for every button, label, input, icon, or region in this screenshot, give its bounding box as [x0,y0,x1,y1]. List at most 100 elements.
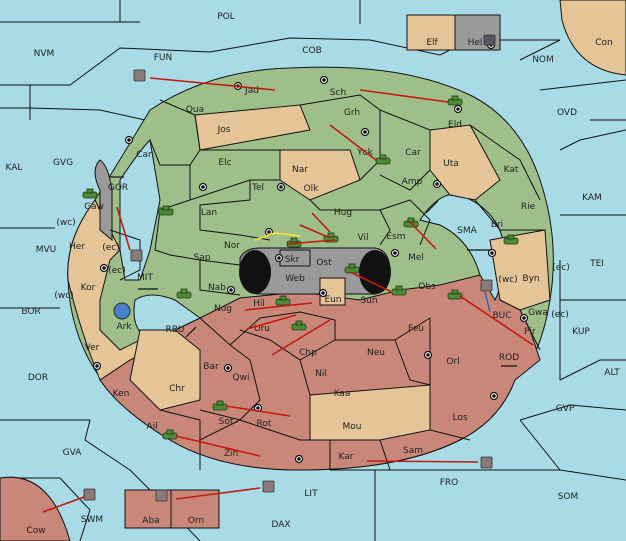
label-tel: Tel [251,183,264,193]
lake-mit [119,138,161,281]
move-arrow-icon [286,239,336,245]
supply-center-icon [276,182,286,192]
label-mit: MIT [137,273,153,283]
strait-markers [110,176,517,367]
move-arrows [42,77,534,513]
region-gaw[interactable] [94,159,113,242]
supply-center-icon [318,288,328,298]
supply-centers [92,40,529,464]
label-skr: Skr [285,255,300,265]
fleet-unit-icon [480,456,493,469]
label-eld: Eld [448,120,462,130]
label-sch: Sch [330,88,346,98]
label-nor: Nor [224,241,240,251]
supply-center-icon [226,285,236,295]
army-unit-icon [447,289,463,300]
label-chp: Chp [299,348,317,358]
supply-center-icon [294,454,304,464]
label-coast-ec-1: (ec) [102,243,120,253]
supply-center-icon [319,75,329,85]
label-web: Web [285,274,305,284]
move-arrow-icon [225,405,291,417]
label-rie: Rie [521,202,536,212]
move-arrow-icon [175,487,261,500]
label-coast-ec-2: (ec) [108,266,126,276]
label-coast-ec-3: (ec) [552,263,570,273]
label-amp: Amp [402,177,423,187]
label-gva: GVA [63,448,83,458]
label-mel: Mel [408,253,424,263]
move-arrow-icon [116,206,131,251]
label-mou: Mou [343,422,362,432]
move-arrow-icon [409,221,437,250]
army-unit-icon [503,234,519,245]
label-esm: Esm [386,232,405,242]
label-nom: NOM [532,55,554,65]
label-fro: FRO [440,478,459,488]
label-kal: KAL [6,163,23,173]
move-arrow-icon [329,124,377,161]
supply-center-icon [124,135,134,145]
supply-center-icon [390,248,400,258]
fleet-unit-icon [262,480,275,493]
lake-rbu [133,294,201,341]
fleet-unit-icon [83,488,96,501]
move-arrow-icon [299,224,331,239]
label-bar: Bar [203,362,219,372]
supply-center-icon [487,248,497,258]
fleet-unit-icon [155,489,168,502]
label-coast-wc-3: (wc) [498,275,517,285]
label-chr: Chr [169,384,185,394]
army-unit-icon [291,320,307,331]
label-qwi: Qwi [233,373,250,383]
label-lit: LIT [304,489,318,499]
label-swm: SWM [81,515,103,525]
label-nog: Nog [214,304,232,314]
move-arrow-icon [42,496,85,513]
supply-center-icon [489,391,499,401]
label-qua: Qua [186,105,204,115]
label-cob: COB [302,46,322,56]
label-jos: Jos [217,125,231,135]
label-nab: Nab [208,283,226,293]
region-eun[interactable] [319,277,346,306]
convoy-arrow-icon [254,232,301,241]
fleet-units[interactable] [83,34,496,502]
label-con: Con [595,38,613,48]
fleet-unit-icon[interactable] [113,302,131,320]
supply-center-icon [223,363,233,373]
label-orn: Orn [188,516,204,526]
tan-regions [129,104,551,441]
label-ail: Ail [146,422,157,432]
army-units[interactable] [82,95,519,440]
label-feu: Feu [408,324,424,334]
army-unit-icon [158,205,174,216]
label-coast-ec-4: (ec) [551,310,569,320]
label-coast-wc-2: (wc) [54,291,73,301]
label-uru: Uru [254,324,270,334]
move-arrow-icon [246,314,297,330]
label-olk: Olk [304,184,320,194]
label-gvp: GVP [556,404,575,414]
label-gor: GOR [108,183,128,193]
label-zin: Zin [224,449,238,459]
fleet-unit-icon [483,34,496,46]
label-rod: ROD [499,353,519,363]
move-arrow-icon [244,302,313,311]
label-fun: FUN [154,53,173,63]
supply-center-icon [432,179,442,189]
label-dor: DOR [28,373,48,383]
label-pir: Pir [524,327,536,337]
plateau-west-cap [239,250,271,294]
move-arrow-icon [366,460,479,463]
label-aba: Aba [142,516,159,526]
label-gvg: GVG [53,158,73,168]
label-tei: TEI [589,259,604,269]
label-car: Car [405,148,421,158]
label-obs: Obs [418,282,436,292]
label-ken: Ken [113,389,130,399]
label-rbu: RBU [165,325,184,335]
label-grh: Grh [344,108,360,118]
